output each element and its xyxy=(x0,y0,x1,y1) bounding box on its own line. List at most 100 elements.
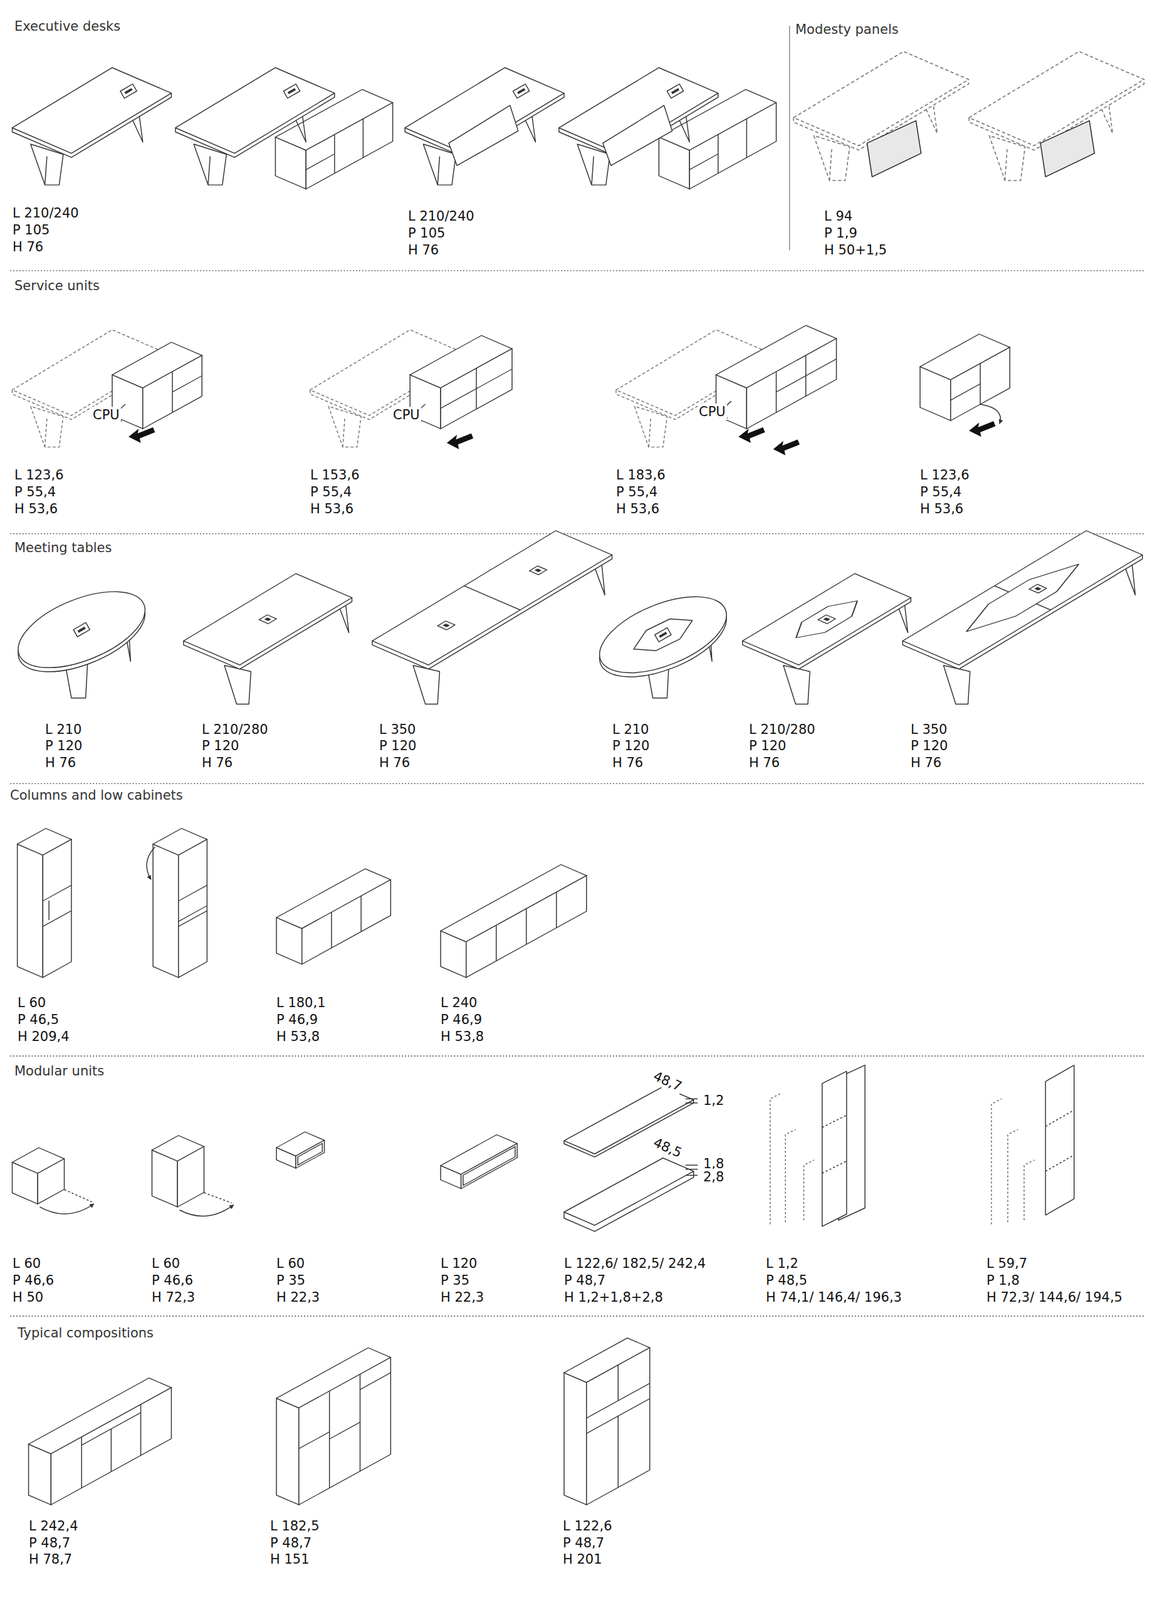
dimension-label: H 1,2+1,8+2,8 xyxy=(564,1289,664,1306)
column-open xyxy=(146,828,207,978)
dimension-label: H 76 xyxy=(45,754,76,771)
dimension-label: L 122,6/ 182,5/ 242,4 xyxy=(564,1255,706,1272)
dimension-label: H 76 xyxy=(12,238,44,256)
dimension-label: H 72,3 xyxy=(151,1289,195,1306)
open-box xyxy=(440,1135,518,1189)
dimension-label: L 350 xyxy=(910,721,948,738)
dimension-label: L 60 xyxy=(17,994,46,1011)
dimension-label: H 53,6 xyxy=(14,500,58,518)
callout-label: 2,8 xyxy=(701,1168,726,1186)
dimension-label: H 53,6 xyxy=(616,500,660,518)
section-heading: Executive desks xyxy=(14,18,121,35)
dimension-label: P 1,8 xyxy=(986,1272,1020,1289)
dimension-label: P 48,7 xyxy=(28,1534,71,1552)
modular-unit xyxy=(151,1135,234,1217)
dimension-label: P 46,6 xyxy=(151,1272,194,1289)
dimension-label: P 48,7 xyxy=(564,1272,606,1289)
service-unit xyxy=(920,334,1010,437)
dimension-label: L 60 xyxy=(276,1255,305,1272)
dimension-label: H 53,6 xyxy=(920,500,964,518)
dimension-label: L 94 xyxy=(824,208,853,225)
dimension-label: P 46,5 xyxy=(17,1011,59,1028)
section-heading: Meeting tables xyxy=(14,539,112,556)
dimension-label: L 123,6 xyxy=(920,466,970,484)
meeting-table-oval xyxy=(7,575,156,699)
dimension-label: P 105 xyxy=(408,224,445,242)
dimension-label: L 210/280 xyxy=(201,721,269,738)
dimension-label: H 53,6 xyxy=(310,500,354,518)
dimension-label: P 46,6 xyxy=(12,1272,54,1289)
callout-label: 1,2 xyxy=(701,1092,726,1109)
dimension-label: L 123,6 xyxy=(14,466,64,484)
dimension-label: L 183,6 xyxy=(616,466,666,484)
dimension-label: P 46,9 xyxy=(276,1011,318,1028)
dimension-label: L 59,7 xyxy=(986,1255,1028,1272)
dimension-label: H 76 xyxy=(910,754,942,771)
dimension-label: P 120 xyxy=(612,737,650,754)
dimension-label: H 53,8 xyxy=(440,1028,484,1045)
executive-desk xyxy=(12,67,172,185)
modular-unit xyxy=(12,1147,95,1214)
dimension-label: L 210/280 xyxy=(748,721,816,738)
section-heading: Service units xyxy=(14,277,100,294)
column-divider xyxy=(789,25,790,251)
executive-desk-panel-with-unit xyxy=(559,67,777,190)
dimension-label: P 55,4 xyxy=(14,483,56,501)
open-box xyxy=(276,1131,325,1169)
dimension-label: H 151 xyxy=(270,1551,310,1568)
dimension-label: P 55,4 xyxy=(310,483,352,501)
callout-label: CPU xyxy=(391,406,422,424)
service-unit xyxy=(616,325,837,456)
dimension-label: P 48,7 xyxy=(270,1534,312,1552)
section-heading: Modesty panels xyxy=(795,21,899,38)
dimension-label: H 53,8 xyxy=(276,1028,320,1045)
dimension-label: L 350 xyxy=(379,721,416,738)
dimension-label: H 201 xyxy=(562,1551,603,1568)
dimension-label: H 72,3/ 144,6/ 194,5 xyxy=(986,1289,1123,1306)
dimension-label: L 210 xyxy=(45,721,82,738)
section-divider xyxy=(10,270,1145,1317)
dimension-label: P 48,5 xyxy=(765,1272,808,1289)
dimension-label: P 46,9 xyxy=(440,1011,482,1028)
dimension-label: P 120 xyxy=(201,737,239,754)
dimension-label: L 120 xyxy=(440,1255,477,1272)
executive-desk-with-unit xyxy=(175,67,393,190)
dimension-label: H 76 xyxy=(379,754,410,771)
dimension-label: L 210/240 xyxy=(408,208,475,225)
meeting-table-long-inlay xyxy=(902,530,1142,705)
dimension-label: P 35 xyxy=(440,1272,470,1289)
top-panel xyxy=(564,1086,698,1232)
dimension-label: L 182,5 xyxy=(270,1517,320,1535)
dimension-label: L 210/240 xyxy=(12,204,79,222)
service-unit xyxy=(310,329,513,449)
composition xyxy=(564,1338,650,1505)
dimension-label: H 22,3 xyxy=(276,1289,320,1306)
dimension-label: P 35 xyxy=(276,1272,306,1289)
dimension-label: P 105 xyxy=(12,221,50,239)
dimension-label: H 76 xyxy=(612,754,644,771)
modesty-panel xyxy=(793,51,1144,181)
dimension-label: H 50+1,5 xyxy=(824,241,887,259)
callout-label: CPU xyxy=(697,403,728,420)
meeting-table-oval-inlay xyxy=(589,580,738,698)
back-panel xyxy=(991,1065,1075,1225)
dimension-label: L 180,1 xyxy=(276,994,326,1011)
service-unit xyxy=(12,329,203,447)
dimension-label: P 120 xyxy=(45,737,83,754)
dimension-label: P 1,9 xyxy=(824,224,858,242)
meeting-table-long xyxy=(372,530,612,705)
executive-desk-panel xyxy=(404,67,565,185)
callout-label: 48,5 xyxy=(649,1133,686,1162)
dimension-label: P 120 xyxy=(910,737,948,754)
meeting-table-inlay xyxy=(742,573,912,704)
dimension-label: P 120 xyxy=(748,737,786,754)
low-cabinet xyxy=(440,864,587,978)
callout-label: 48,7 xyxy=(649,1067,686,1095)
composition xyxy=(28,1378,172,1505)
dimension-label: L 122,6 xyxy=(562,1517,613,1535)
section-heading: Typical compositions xyxy=(17,1324,154,1342)
dimension-label: P 55,4 xyxy=(920,483,962,501)
dimension-label: H 76 xyxy=(408,241,439,259)
